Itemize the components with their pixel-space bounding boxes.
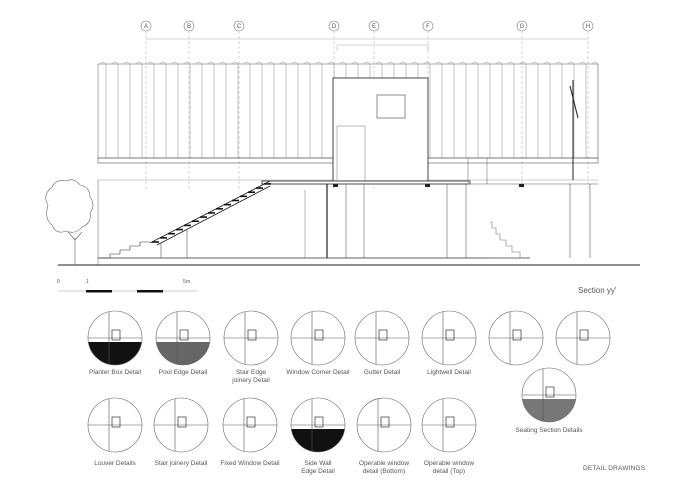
grid-label: E bbox=[372, 24, 376, 30]
grid-label: C bbox=[237, 24, 242, 30]
grid-label: B bbox=[187, 24, 191, 30]
detail-circle-row1-6 bbox=[488, 310, 544, 366]
detail-label: Planter Box Detail bbox=[88, 369, 142, 376]
detail-circle-row2-3 bbox=[290, 397, 346, 453]
grid-axis-G: G bbox=[516, 20, 528, 190]
detail-circle-row2-0 bbox=[87, 397, 143, 453]
detail-circle-row1-2 bbox=[223, 310, 279, 366]
building-section bbox=[45, 61, 640, 266]
detail-circle-row1-5 bbox=[421, 310, 477, 366]
grid-label: A bbox=[144, 24, 148, 30]
detail-circle-row1-7 bbox=[555, 310, 611, 366]
detail-label: Gutter Detail bbox=[363, 369, 401, 376]
grid-label: G bbox=[520, 24, 525, 30]
detail-label: Lightwell Detail bbox=[427, 369, 471, 376]
scale-end: 5m bbox=[183, 279, 191, 285]
detail-circle-row2-5 bbox=[421, 397, 477, 453]
grid-axes: A B C D E F G H bbox=[140, 20, 594, 190]
grid-label: H bbox=[586, 24, 590, 30]
detail-label: Pool Edge Detail bbox=[158, 369, 208, 376]
detail-circle-row1-1 bbox=[155, 310, 211, 366]
detail-circle-seating bbox=[521, 367, 577, 423]
detail-circle-row2-2 bbox=[222, 397, 278, 453]
detail-circle-row2-1 bbox=[153, 397, 209, 453]
detail-label: Stair joinery Detail bbox=[154, 460, 208, 467]
scale-start: 0 bbox=[57, 279, 60, 285]
scale-mid: 1 bbox=[86, 279, 89, 285]
detail-label: Fixed Window Detail bbox=[220, 460, 280, 467]
grid-axis-H: H bbox=[582, 20, 594, 190]
seating-section-label: Seating Section Details bbox=[515, 427, 583, 434]
detail-label: Window Corner Detail bbox=[286, 369, 350, 376]
section-title: Section yy' bbox=[578, 286, 617, 295]
tree bbox=[45, 179, 94, 265]
detail-label: Louver Details bbox=[94, 460, 136, 467]
detail-circle-row1-4 bbox=[354, 310, 410, 366]
grid-axis-C: C bbox=[233, 20, 245, 190]
grid-label: D bbox=[332, 24, 337, 30]
detail-drawings-title: DETAIL DRAWINGS bbox=[583, 465, 646, 472]
detail-circle-row1-3 bbox=[290, 310, 346, 366]
detail-circle-row1-0 bbox=[87, 310, 143, 366]
stair-treads bbox=[152, 183, 271, 243]
scale-bar bbox=[58, 290, 197, 293]
detail-circles bbox=[87, 310, 611, 453]
grid-axis-A: A bbox=[140, 20, 152, 190]
grid-axis-B: B bbox=[183, 20, 195, 190]
detail-circle-row2-4 bbox=[356, 397, 412, 453]
grid-label: F bbox=[426, 24, 430, 30]
